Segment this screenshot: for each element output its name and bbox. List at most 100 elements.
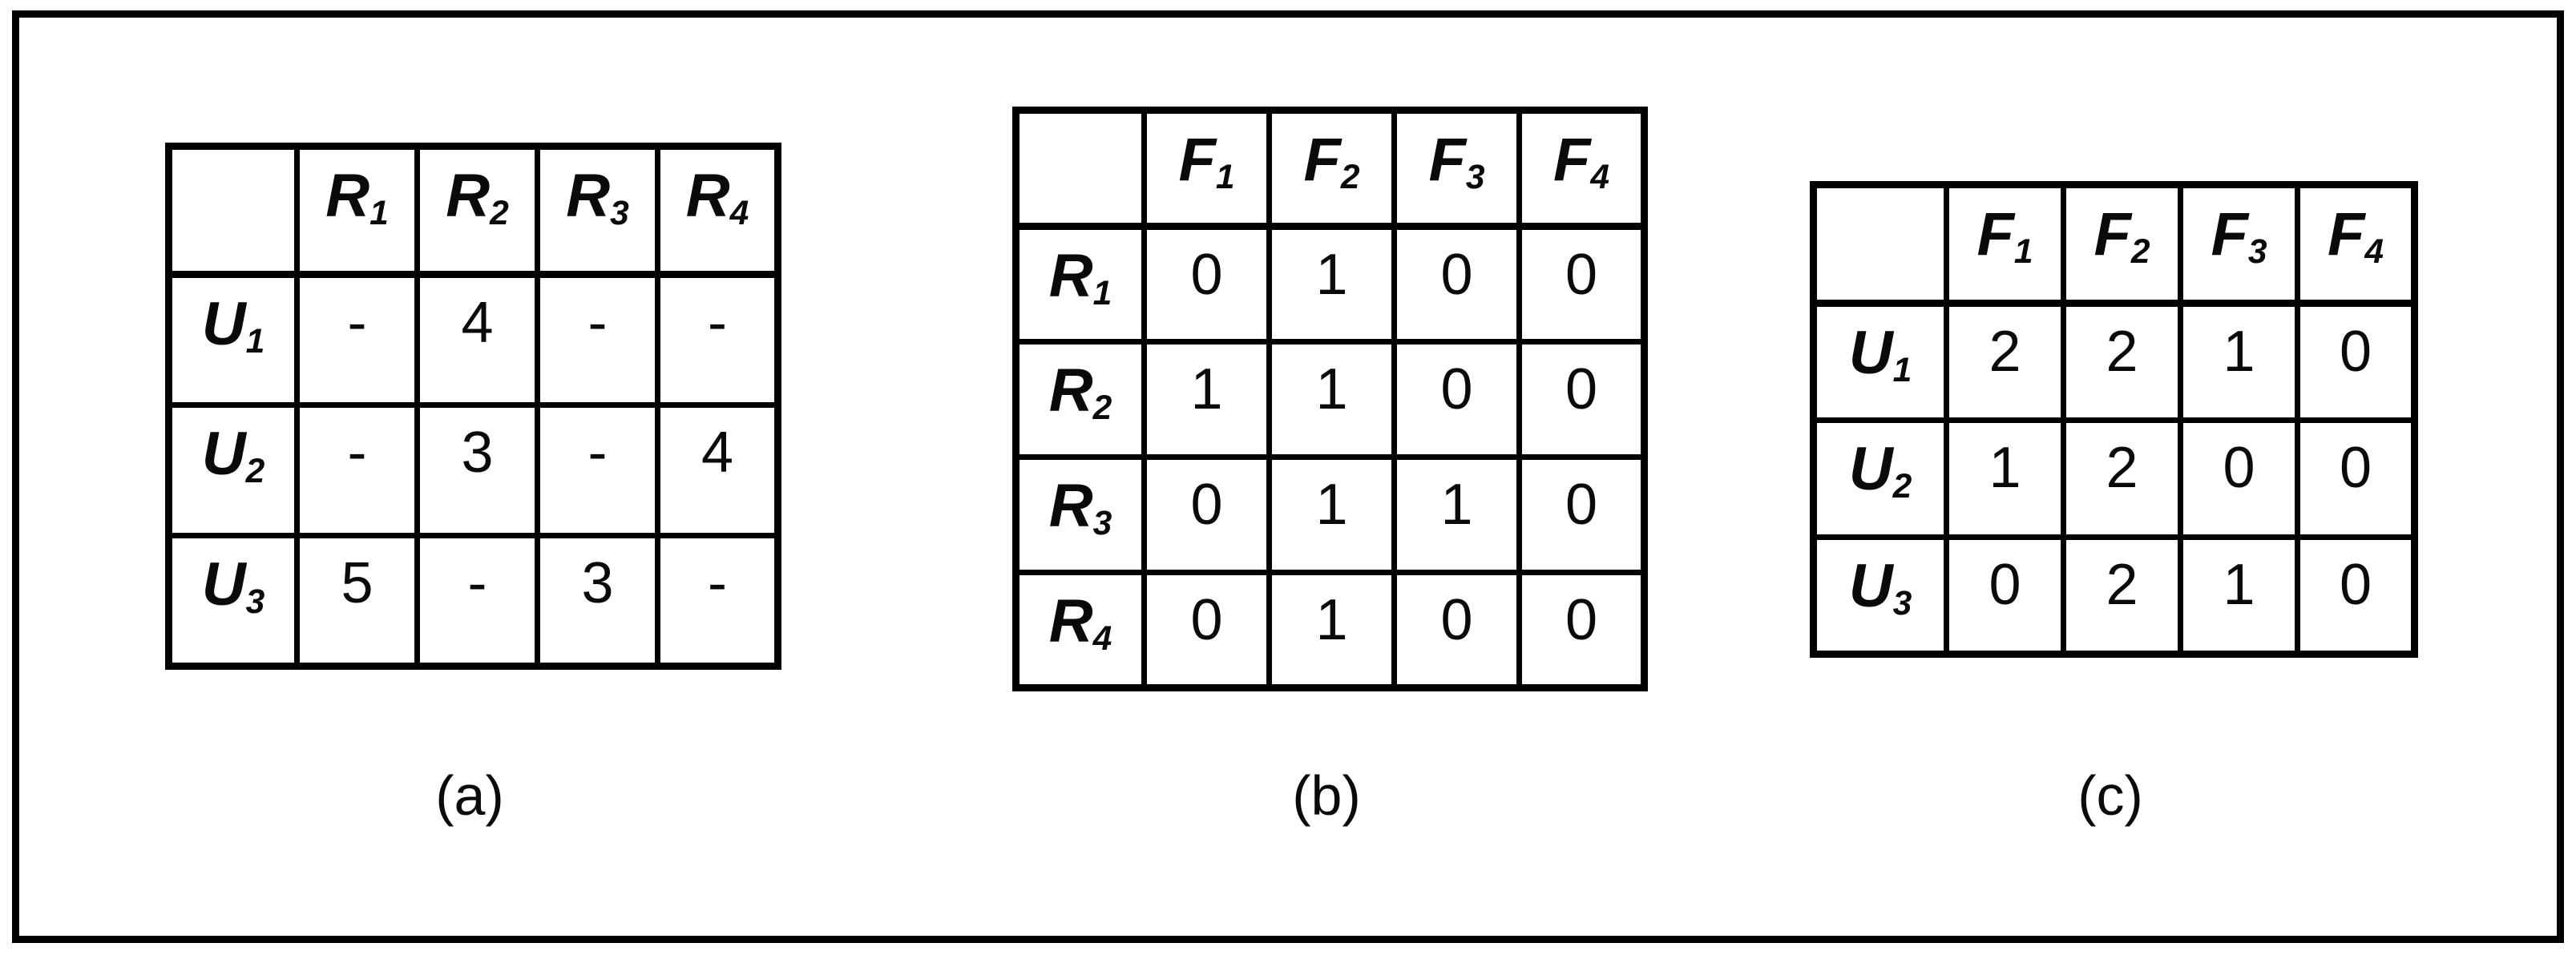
table-row: R3 0 1 1 0 [1013,454,1647,575]
table-cell: 2 [2061,300,2183,423]
table-cell: 0 [2295,534,2417,657]
label-subscript: 3 [1892,584,1912,623]
table-row: F1 F2 F3 F4 [1013,107,1647,230]
label-subscript: 4 [729,194,749,233]
row-header: R2 [1013,339,1147,460]
label-text: R [446,162,491,230]
label-subscript: 4 [1590,158,1610,197]
table-cell: 3 [414,402,540,538]
row-header-label: U3 [202,542,265,622]
label-subscript: 1 [1092,274,1112,313]
column-header-label: F3 [1428,116,1484,195]
column-header-label: F2 [1303,116,1359,195]
table-cell: 3 [535,533,660,669]
table-cell: 5 [294,533,420,669]
row-header: U2 [1811,417,1949,540]
corner-cell [1013,107,1147,230]
table-cell: 2 [2061,534,2183,657]
column-header: F1 [1141,107,1272,230]
label-subscript: 2 [1892,467,1912,506]
column-header: R3 [535,143,660,278]
column-header-label: R2 [446,152,509,233]
label-text: U [201,290,246,358]
table-c: F1 F2 F3 F4 U1 2 2 1 0 U2 1 2 0 0 U3 [1810,181,2418,658]
table-cell: - [535,402,660,538]
table-cell: 1 [1266,454,1397,575]
label-subscript: 4 [1092,619,1112,659]
column-header: F4 [1516,107,1647,230]
subfigure-label-c: (c) [2077,764,2143,827]
row-header-label: U1 [201,280,265,361]
row-header-label: U2 [1848,426,1912,506]
label-text: R [566,162,611,230]
label-subscript: 2 [2130,232,2150,272]
table-row: F1 F2 F3 F4 [1811,182,2417,307]
column-header: R1 [294,143,420,278]
table-row: U3 0 2 1 0 [1811,534,2417,657]
row-header: R1 [1013,224,1147,345]
label-subscript: 3 [245,582,265,622]
label-text: U [1848,319,1893,387]
row-header: U1 [166,272,300,408]
label-subscript: 1 [245,322,265,361]
table-row: R1 R2 R3 R4 [166,143,781,278]
column-header-label: R3 [566,152,629,233]
row-header: U2 [166,402,300,538]
column-header: F2 [2061,182,2183,307]
table-cell: 1 [1944,417,2066,540]
table-cell: 0 [1944,534,2066,657]
label-text: U [1848,435,1893,503]
table-cell: - [294,402,420,538]
column-header-label: F3 [2211,191,2267,269]
table-row: U1 2 2 1 0 [1811,300,2417,423]
table-row: U2 - 3 - 4 [166,402,781,538]
label-text: R [1048,472,1093,540]
table-row: U2 1 2 0 0 [1811,417,2417,540]
table-cell: 1 [1266,570,1397,691]
label-text: R [1048,357,1093,425]
column-header-label: R1 [325,152,389,233]
column-header-label: F4 [1553,116,1610,197]
table-cell: 1 [1266,339,1397,460]
table-cell: 4 [414,272,540,408]
label-text: F [2211,200,2248,268]
column-header: F1 [1944,182,2066,307]
row-header: R3 [1013,454,1147,575]
column-header-label: F1 [1976,191,2033,272]
table-cell: 4 [655,402,781,538]
column-header-label: F1 [1178,116,1235,197]
table-cell: - [655,272,781,408]
corner-cell [166,143,300,278]
label-subscript: 2 [490,194,509,233]
row-header: R4 [1013,570,1147,691]
table-row: R2 1 1 0 0 [1013,339,1647,460]
table-cell: - [414,533,540,669]
table-cell: 0 [1391,339,1522,460]
row-header: U3 [166,533,300,669]
label-subscript: 1 [2013,232,2033,272]
table-cell: 1 [1141,339,1272,460]
label-subscript: 1 [1892,351,1912,390]
table-cell: 1 [1391,454,1522,575]
label-subscript: 2 [245,452,265,491]
row-header: U1 [1811,300,1949,423]
table-cell: 0 [1516,339,1647,460]
row-header-label: U3 [1849,543,1912,623]
table-cell: 2 [1944,300,2066,423]
table-row: R4 0 1 0 0 [1013,570,1647,691]
column-header: F4 [2295,182,2417,307]
label-subscript: 3 [610,194,629,233]
table-cell: 0 [2178,417,2300,540]
row-header: U3 [1811,534,1949,657]
table-row: U1 - 4 - - [166,272,781,408]
table-cell: - [535,272,660,408]
table-a: R1 R2 R3 R4 U1 - 4 - - U2 - 3 - 4 U3 [165,143,781,670]
table-b: F1 F2 F3 F4 R1 0 1 0 0 R2 1 1 0 0 R3 [1012,107,1648,691]
column-header-label: F2 [2094,191,2150,272]
table-cell: 0 [1391,570,1522,691]
row-header-label: U2 [202,411,265,491]
subfigure-label-b: (b) [1292,764,1361,827]
label-subscript: 1 [1215,158,1235,197]
label-subscript: 1 [369,194,389,233]
